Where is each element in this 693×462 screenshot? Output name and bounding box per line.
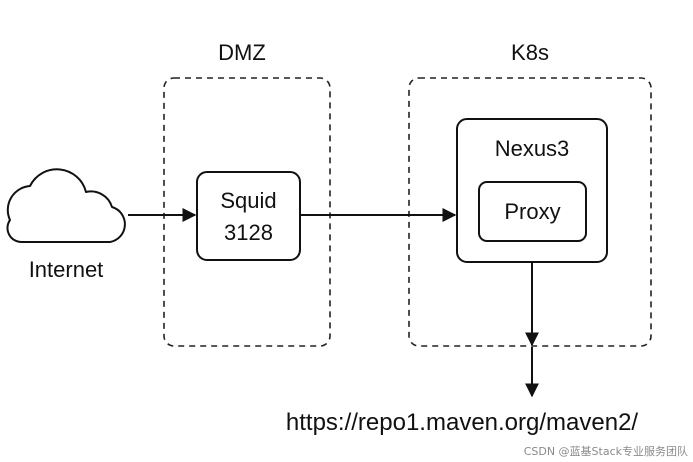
squid-node: Squid 3128 [196,171,301,261]
k8s-zone: K8s [408,40,652,347]
upstream-url-label: https://repo1.maven.org/maven2/ [286,409,639,436]
dmz-zone: DMZ [163,40,331,347]
dmz-zone-border [163,77,331,347]
k8s-zone-label: K8s [511,40,549,65]
squid-port-label: 3128 [224,220,273,245]
squid-box [196,171,301,261]
dmz-zone-label: DMZ [218,40,266,65]
nexus-label: Nexus3 [495,136,570,161]
proxy-box [478,181,587,242]
nexus-node: Nexus3 Proxy [456,118,608,263]
watermark-text: CSDN @蓝基Stack专业服务团队 [524,444,688,458]
internet-node: Internet [6,168,126,282]
k8s-zone-border [408,77,652,347]
squid-name-label: Squid [220,188,276,213]
cloud-icon [6,168,126,244]
proxy-label: Proxy [504,199,560,224]
internet-label: Internet [29,257,104,282]
